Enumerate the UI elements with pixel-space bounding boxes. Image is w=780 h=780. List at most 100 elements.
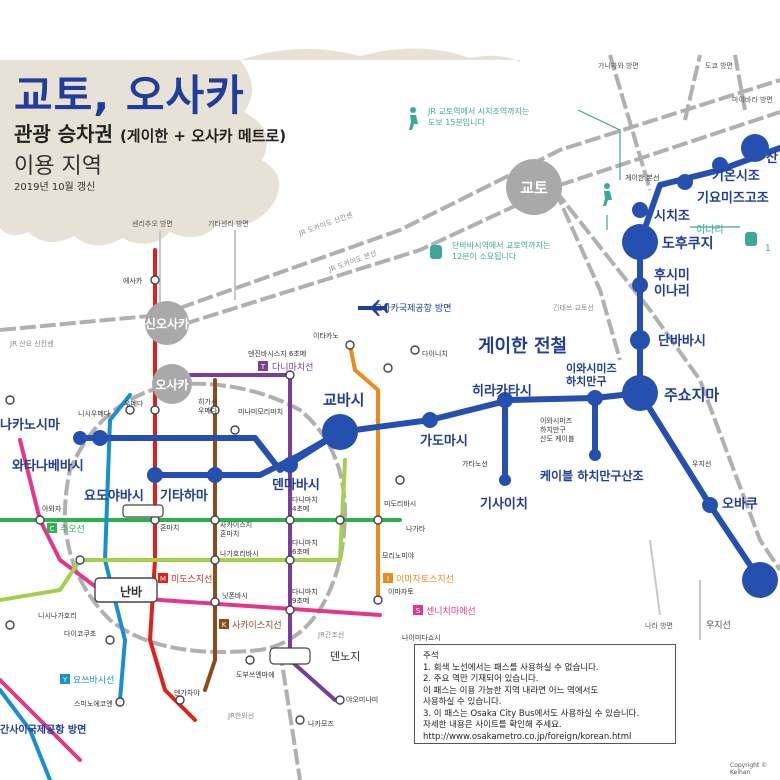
jr-lines-thin <box>159 230 701 640</box>
sakaisuji-badge-code: K <box>222 621 227 629</box>
hub-shin-osaka-circle[interactable] <box>145 301 189 345</box>
station-iwashimizu-circle[interactable] <box>587 390 603 406</box>
dot-nagata[interactable] <box>395 475 405 485</box>
namba-station-box[interactable] <box>94 577 158 603</box>
dot-daikokucho[interactable] <box>105 635 115 645</box>
st-yaominami: 야오미나미 <box>346 695 378 704</box>
yotsubashi-badge <box>60 674 70 684</box>
katano-line-label: 가타노선 <box>462 459 488 468</box>
sh-2: 혼마치 <box>220 529 239 538</box>
dot-tengachaya[interactable] <box>175 695 185 705</box>
station-fushimi-circle[interactable] <box>632 277 648 293</box>
st-esaka: 에사카 <box>123 276 143 285</box>
station-tofukuji-circle[interactable] <box>622 224 658 260</box>
st-imazato-south: 나이미다쇼시 <box>402 633 441 642</box>
jr-thin-narahen <box>649 539 661 616</box>
station-hirakata-circle[interactable] <box>497 392 513 408</box>
dot-yaominami[interactable] <box>335 695 345 705</box>
hub-kyoto-circle[interactable] <box>506 159 562 215</box>
station-sanjo-top-circle[interactable] <box>741 134 769 162</box>
notes-heading: 주석 <box>423 651 439 661</box>
dot-awaza[interactable] <box>35 515 45 525</box>
dot-sakaisuji-hommachi[interactable] <box>210 515 220 525</box>
tanimachi-badge-code: T <box>260 363 266 371</box>
imazatosuji-line-label: 이마자토스지선 <box>396 574 454 585</box>
fushimi-line2: 이나리 <box>654 283 690 299</box>
note-line-7[interactable]: http://www.osakametro.co.jp/foreign/kore… <box>423 731 632 742</box>
station-temmabashi-circle[interactable] <box>282 457 298 473</box>
station-chushojima-circle[interactable] <box>622 375 658 411</box>
hub-osaka-circle[interactable] <box>152 364 192 404</box>
yotsubashi-badge-code: Y <box>62 676 68 684</box>
dot-left-2[interactable] <box>5 395 15 405</box>
jr-1-label: 1 <box>765 244 771 254</box>
station-kitahama-circle[interactable] <box>207 467 223 483</box>
dot-morinomiya[interactable] <box>335 515 345 525</box>
imazatosuji-badge-code: I <box>387 575 389 583</box>
station-gion-circle[interactable] <box>712 157 728 173</box>
dir-maibara: 마이바라 방면 <box>732 95 773 104</box>
dot-itakano[interactable] <box>345 340 355 350</box>
dot-nippombashi[interactable] <box>210 597 220 607</box>
dot-minami-morimachi[interactable] <box>230 425 240 435</box>
dot-tenjinbashi[interactable] <box>285 370 295 380</box>
station-kisaichi-end[interactable] <box>499 474 511 486</box>
station-kiyomizu-circle[interactable] <box>677 174 693 190</box>
dot-dainichi[interactable] <box>410 345 420 355</box>
dir-uji: 우지선 <box>706 620 731 631</box>
station-nakanoshima-end[interactable] <box>73 431 87 445</box>
imazatosuji-line <box>348 343 380 602</box>
st-nagata: 나가타 <box>406 524 426 533</box>
chuo-badge <box>47 523 57 533</box>
dot-left-jr[interactable] <box>5 620 15 630</box>
iwashimizu-line1: 이와시미즈 <box>566 361 617 375</box>
dot-miyakojima[interactable] <box>383 363 393 373</box>
station-kadoma-circle[interactable] <box>422 412 438 428</box>
ish-1: 이와시미즈 <box>540 416 573 425</box>
tennoji-box[interactable] <box>269 647 311 665</box>
dot-higashi-umeda[interactable] <box>210 405 220 415</box>
dot-tanimachi6[interactable] <box>285 555 295 565</box>
dot-umeda[interactable] <box>150 405 160 415</box>
dot-tanimachi4[interactable] <box>285 515 295 525</box>
t6-2: 6초메 <box>292 548 309 556</box>
subtitle-main: 관광 승차권 <box>14 122 113 146</box>
dot-suminoe[interactable] <box>115 697 125 707</box>
station-obaku-circle[interactable] <box>702 497 718 513</box>
station-sanjo-circle[interactable] <box>742 562 778 598</box>
yodoyabashi-box[interactable] <box>122 504 164 518</box>
yotsubashi-line-label: 요쓰바시선 <box>73 675 114 686</box>
station-yodoyabashi-circle[interactable] <box>147 467 163 483</box>
station-chushojima-label: 주쇼지마 <box>664 386 719 404</box>
station-nakanoshima-circle[interactable] <box>92 430 108 446</box>
station-kadoma-label: 가도마시 <box>420 433 468 449</box>
dot-nishi-nagahori[interactable] <box>75 555 85 565</box>
st-imazato: 이마자토 <box>388 587 414 596</box>
station-shichijo-circle[interactable] <box>632 202 648 218</box>
jr-inari-label: 이나리 <box>696 224 724 236</box>
dot-midoribashi[interactable] <box>373 515 383 525</box>
midosuji-badge <box>158 573 168 583</box>
station-kyobashi-circle[interactable] <box>322 414 358 450</box>
st-namba: 난바 <box>120 584 142 599</box>
dot-imazato[interactable] <box>373 595 383 605</box>
dir-kansai: 간사이국제공항 방면 <box>0 723 86 736</box>
dot-tanimachi9[interactable] <box>285 605 295 615</box>
dot-nagahoribashi[interactable] <box>210 555 220 565</box>
st-dainichi: 다이니치 <box>422 349 448 358</box>
jr-loop-label: JR간조선 <box>317 630 344 639</box>
keihan-main-line <box>152 145 780 478</box>
dot-nishi-umeda[interactable] <box>125 405 135 415</box>
dot-esaka[interactable] <box>150 275 160 285</box>
cloud-background-top <box>240 48 520 62</box>
dot-nakamozu[interactable] <box>295 715 305 725</box>
dot-dobutsuen[interactable] <box>245 655 255 665</box>
st-minami-morimachi: 미나미모리마치 <box>238 407 283 416</box>
st-morinomiya: 모리노미야 <box>382 551 415 560</box>
airport-label: 오사카국제공항 방면 <box>374 303 451 314</box>
station-cable-end[interactable] <box>589 449 601 461</box>
station-tambabashi-circle[interactable] <box>630 330 650 350</box>
jr-sanyo-label: JR 산요 신칸센 <box>9 339 54 348</box>
midosuji-line-label: 미도스지선 <box>171 574 212 585</box>
